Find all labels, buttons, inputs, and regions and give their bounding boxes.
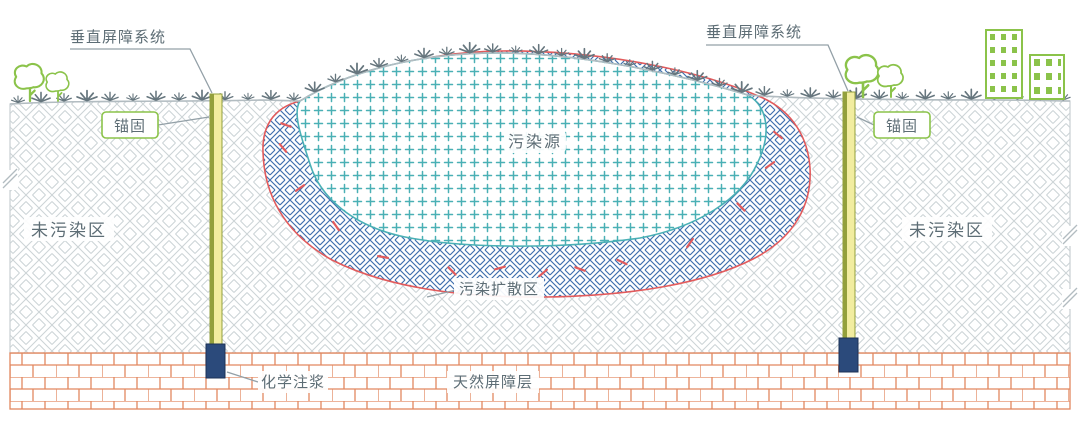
label-text: 垂直屏障系统 (70, 28, 166, 46)
label-pollution-source: 污染源 (504, 130, 566, 153)
label-text: 污染源 (508, 133, 562, 151)
label-uncontaminated-right: 未污染区 (902, 217, 992, 241)
building-icon (1029, 54, 1065, 100)
ground-surface-line (9, 52, 1071, 105)
building-icon (985, 29, 1023, 99)
grout-anchor-block-right (838, 337, 859, 373)
tree-icon (876, 63, 905, 98)
label-vertical-barrier-right: 垂直屏障系统 (702, 21, 849, 92)
label-text: 天然屏障层 (453, 373, 533, 391)
natural-barrier-layer (9, 352, 1071, 410)
labels-layer: 垂直屏障系统 垂直屏障系统 锚固 锚固 未污染区 未污染区 污染源 (24, 21, 992, 393)
label-text: 污染扩散区 (459, 281, 539, 298)
label-anchor-left: 锚固 (101, 111, 210, 139)
buildings (985, 29, 1065, 100)
label-vertical-barrier-left: 垂直屏障系统 (66, 26, 213, 94)
label-text: 未污染区 (909, 221, 985, 240)
label-text: 锚固 (114, 118, 146, 135)
tree-icon (13, 62, 45, 103)
label-text: 化学注浆 (261, 373, 325, 391)
label-natural-barrier: 天然屏障层 (447, 371, 539, 393)
label-text: 垂直屏障系统 (706, 23, 802, 41)
vertical-barrier-right (838, 91, 859, 373)
label-text: 锚固 (886, 118, 918, 135)
label-text: 未污染区 (31, 221, 107, 240)
vertical-barrier-left (205, 93, 226, 379)
grout-anchor-block-left (205, 343, 226, 379)
label-uncontaminated-left: 未污染区 (24, 217, 114, 241)
label-chemical-grouting: 化学注浆 (226, 371, 328, 393)
label-pollution-diffusion: 污染扩散区 (426, 278, 544, 300)
tree-icon (45, 71, 70, 102)
label-anchor-right: 锚固 (856, 111, 931, 139)
